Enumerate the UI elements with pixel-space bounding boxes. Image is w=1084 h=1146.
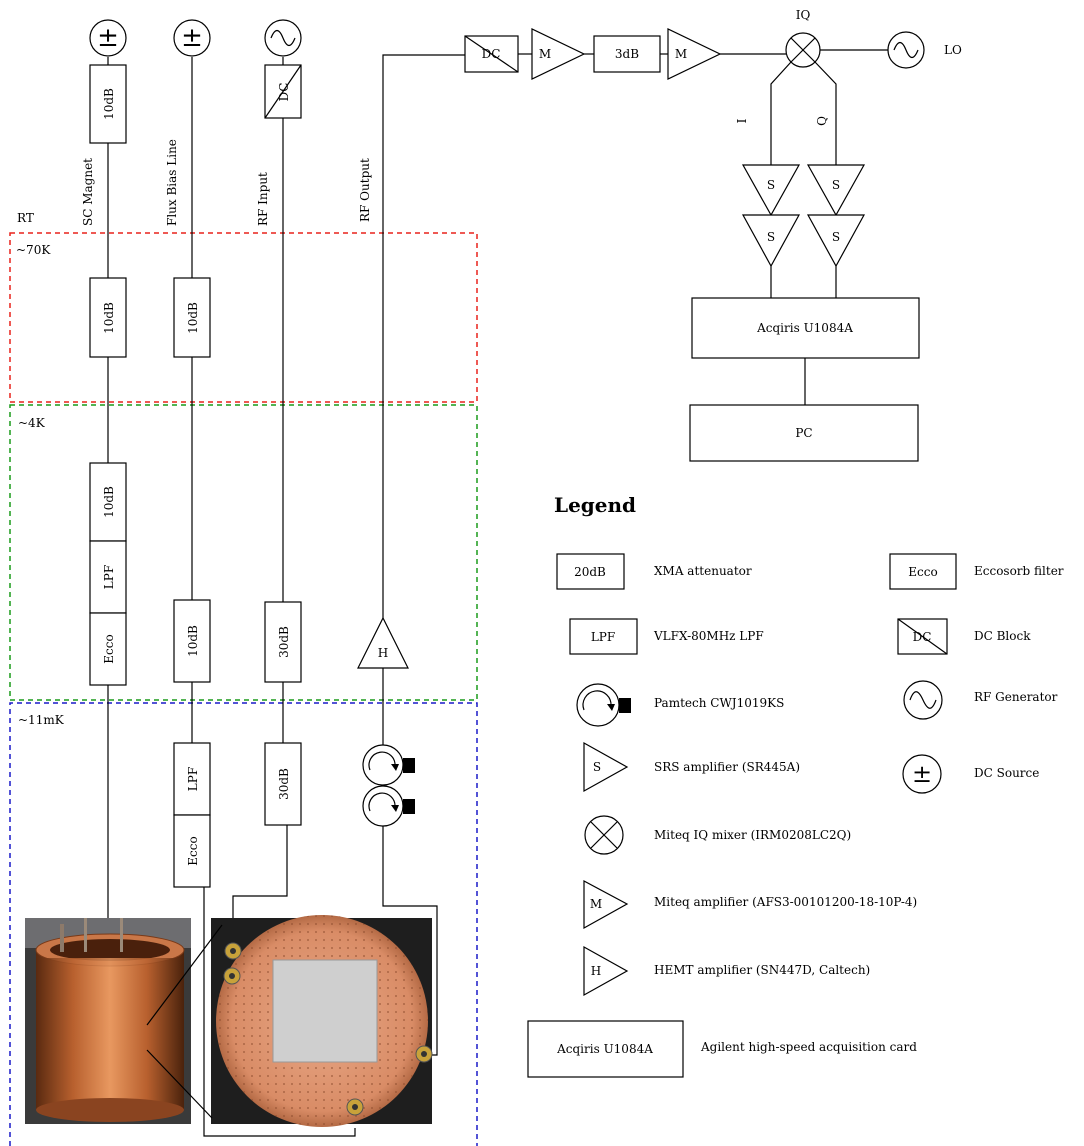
legend-dc-source: DC Source bbox=[974, 766, 1039, 780]
hemt-amplifier-icon: H bbox=[584, 947, 627, 995]
legend-miteq-amp: Miteq amplifier (AFS3-00101200-18-10P-4) bbox=[654, 895, 917, 909]
connector-icon bbox=[347, 1099, 363, 1115]
legend-sample-ecco: Ecco bbox=[908, 565, 937, 579]
svg-text:S: S bbox=[767, 230, 775, 244]
svg-text:±: ± bbox=[181, 23, 203, 53]
sc-magnet-label: SC Magnet bbox=[81, 158, 95, 226]
svg-text:±: ± bbox=[912, 760, 932, 788]
svg-text:M: M bbox=[539, 47, 551, 61]
legend-dc-block: DC Block bbox=[974, 629, 1031, 643]
stage-rt-label: RT bbox=[17, 211, 34, 225]
svg-text:S: S bbox=[832, 230, 840, 244]
acqiris-label: Acqiris U1084A bbox=[756, 321, 853, 335]
svg-text:M: M bbox=[590, 897, 602, 911]
ecco-label: Ecco bbox=[186, 836, 200, 865]
attenuator-label: 10dB bbox=[186, 625, 200, 657]
stage-70k-label: ~70K bbox=[16, 243, 51, 257]
svg-text:S: S bbox=[767, 178, 775, 192]
svg-text:DC: DC bbox=[482, 47, 501, 61]
rf-input-label: RF Input bbox=[256, 172, 270, 226]
rf-output-label: RF Output bbox=[358, 158, 372, 222]
attenuator-label: 10dB bbox=[102, 88, 116, 120]
legend-hemt-amp: HEMT amplifier (SN447D, Caltech) bbox=[654, 963, 870, 977]
legend: Legend 20dB XMA attenuator LPF VLFX-80MH… bbox=[528, 493, 1064, 1077]
readout-chain: DC M 3dB M IQ LO I Q bbox=[465, 8, 962, 461]
svg-text:H: H bbox=[378, 646, 388, 660]
rf-generator-icon bbox=[265, 20, 301, 56]
legend-xma: XMA attenuator bbox=[654, 564, 752, 578]
circulator-icon bbox=[363, 745, 415, 785]
srs-amplifier-icon: S bbox=[584, 743, 627, 791]
legend-title: Legend bbox=[554, 493, 636, 517]
lo-label: LO bbox=[944, 43, 962, 57]
legend-pamtech: Pamtech CWJ1019KS bbox=[654, 696, 784, 710]
srs-amplifier-icon: S bbox=[743, 215, 799, 266]
rf-output-line: RF Output H bbox=[358, 55, 465, 1055]
magnet-photo bbox=[25, 918, 191, 1124]
legend-sample-attenuator: 20dB bbox=[574, 565, 606, 579]
legend-eccosorb: Eccosorb filter bbox=[974, 564, 1064, 578]
stage-4k-label: ~4K bbox=[18, 416, 46, 430]
sample-plate-photo bbox=[211, 915, 432, 1127]
dc-source-icon: ± bbox=[90, 20, 126, 56]
legend-vlfx: VLFX-80MHz LPF bbox=[653, 629, 764, 643]
iq-mixer-icon bbox=[585, 816, 623, 854]
dc-source-icon: ± bbox=[174, 20, 210, 56]
legend-srs: SRS amplifier (SR445A) bbox=[654, 760, 800, 774]
circulator-icon bbox=[363, 786, 415, 826]
lpf-label: LPF bbox=[186, 767, 200, 791]
srs-amplifier-icon: S bbox=[743, 165, 799, 215]
legend-acq-card: Agilent high-speed acquisition card bbox=[700, 1040, 917, 1054]
attenuator-label: 10dB bbox=[102, 486, 116, 518]
attenuator-label: 10dB bbox=[102, 302, 116, 334]
iq-mixer-icon bbox=[786, 33, 820, 67]
legend-iq-mixer: Miteq IQ mixer (IRM0208LC2Q) bbox=[654, 828, 851, 842]
dc-block-icon: DC bbox=[465, 36, 518, 72]
stage-11mk-label: ~11mK bbox=[18, 713, 65, 727]
rf-input-line: DC RF Input 30dB 30dB bbox=[233, 20, 301, 948]
ecco-label: Ecco bbox=[102, 634, 116, 663]
miteq-amplifier-icon: M bbox=[532, 29, 584, 79]
circulator-icon bbox=[577, 684, 631, 726]
svg-text:±: ± bbox=[97, 23, 119, 53]
dc-block-icon: DC bbox=[898, 619, 947, 654]
attenuator-label: 3dB bbox=[615, 47, 639, 61]
legend-sample-acqiris: Acqiris U1084A bbox=[556, 1042, 653, 1056]
pc-label: PC bbox=[795, 426, 812, 440]
rf-generator-icon bbox=[904, 681, 942, 719]
lo-generator-icon bbox=[888, 32, 924, 68]
lpf-label: LPF bbox=[102, 565, 116, 589]
svg-text:S: S bbox=[593, 760, 601, 774]
connector-icon bbox=[224, 968, 240, 984]
svg-text:H: H bbox=[591, 964, 601, 978]
stage-4k-box bbox=[10, 405, 477, 700]
iq-label: IQ bbox=[796, 8, 811, 22]
legend-rf-gen: RF Generator bbox=[974, 690, 1058, 704]
q-label: Q bbox=[815, 116, 829, 126]
hemt-amplifier-icon: H bbox=[358, 618, 408, 668]
connector-icon bbox=[225, 943, 241, 959]
svg-text:DC: DC bbox=[913, 630, 932, 644]
flux-bias-label: Flux Bias Line bbox=[165, 139, 179, 226]
srs-amplifier-icon: S bbox=[808, 165, 864, 215]
dc-block-icon: DC bbox=[265, 65, 301, 118]
miteq-amplifier-icon: M bbox=[584, 881, 627, 928]
i-label: I bbox=[735, 118, 749, 123]
attenuator-label: 10dB bbox=[186, 302, 200, 334]
miteq-amplifier-icon: M bbox=[668, 29, 720, 79]
connector-icon bbox=[416, 1046, 432, 1062]
attenuator-label: 30dB bbox=[277, 626, 291, 658]
svg-text:S: S bbox=[832, 178, 840, 192]
sc-magnet-line: ± 10dB SC Magnet 10dB 10dB LPF Ecco bbox=[81, 20, 126, 918]
legend-sample-lpf: LPF bbox=[591, 630, 615, 644]
attenuator-label: 30dB bbox=[277, 768, 291, 800]
stage-70k-box bbox=[10, 233, 477, 402]
svg-text:DC: DC bbox=[277, 83, 291, 102]
svg-text:M: M bbox=[675, 47, 687, 61]
dc-source-icon: ± bbox=[903, 755, 941, 793]
srs-amplifier-icon: S bbox=[808, 215, 864, 266]
